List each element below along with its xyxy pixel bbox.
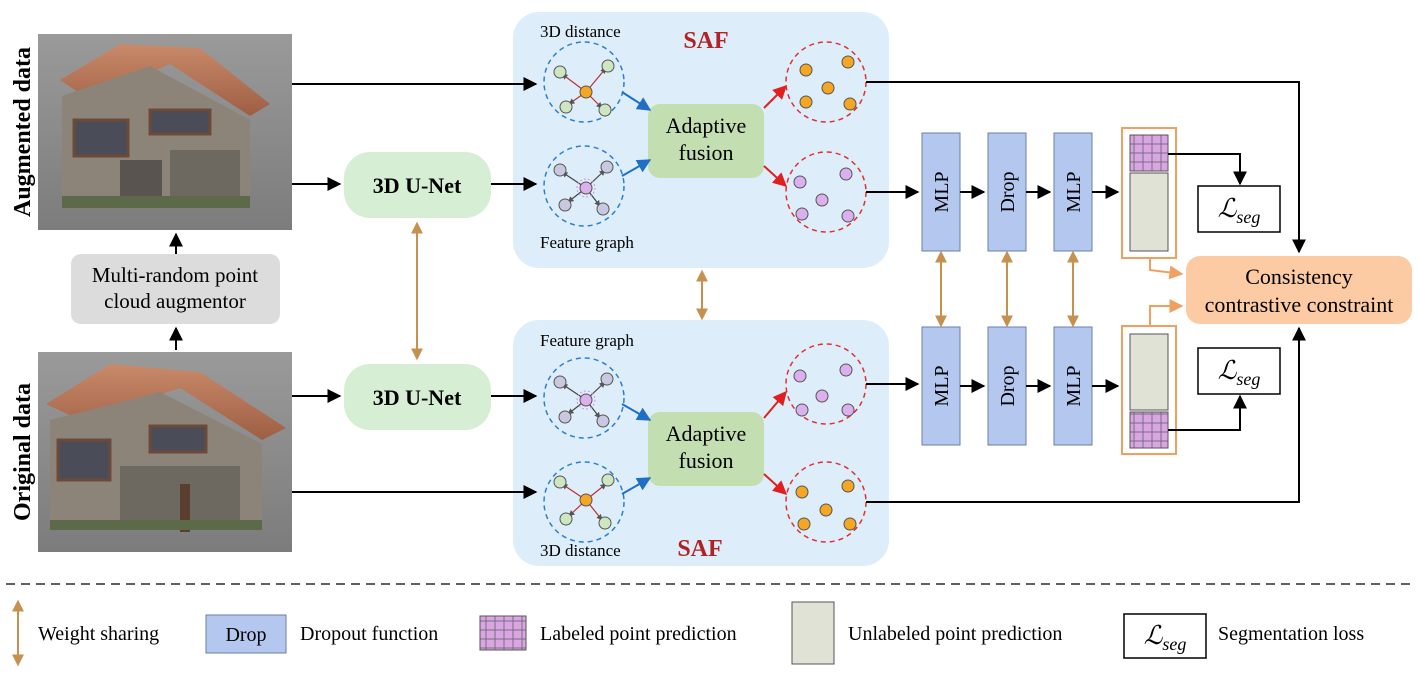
bottom-prediction-stack [1121, 325, 1177, 455]
fusion-top-line1: Adaptive [666, 113, 747, 138]
bottom-feature-graph [543, 357, 625, 439]
legend-drop-box-label: Drop [225, 624, 266, 646]
unet-top-label: 3D U-Net [373, 173, 462, 198]
seg-loss-bottom: ℒseg [1218, 356, 1261, 389]
mlp-bottom-2 [1053, 326, 1093, 446]
arrow-bottom-orange-to-consistency [866, 326, 1306, 503]
fusion-top-line2: fusion [679, 140, 734, 165]
augmentor-box [71, 254, 280, 324]
drop-top [987, 132, 1027, 252]
drop-top-label: Drop [997, 171, 1019, 212]
red-arrow-top-fusion-up [763, 85, 787, 109]
consistency-line2: contrastive constraint [1205, 292, 1394, 317]
augmentor-label-line2: cloud augmentor [104, 289, 246, 313]
blue-arrow-bottom-distance-to-fusion [621, 477, 652, 495]
mlp-bottom-2-label: MLP [1063, 365, 1085, 406]
mlp-bottom-1 [921, 326, 961, 446]
top-distance-graph [543, 41, 625, 123]
seg-loss-bottom-box [1197, 347, 1281, 395]
legend-loss-swatch [1123, 613, 1207, 659]
top-feature-graph [543, 145, 625, 227]
mlp-top-2-label: MLP [1063, 171, 1085, 212]
legend-seg-loss: Segmentation loss [1218, 623, 1364, 645]
bottom-block-row: MLP Drop MLP [921, 326, 1120, 446]
saf-top-title: SAF [683, 28, 728, 54]
arrow-top-orange-to-consistency [866, 81, 1306, 254]
red-arrow-top-fusion-down [763, 165, 788, 187]
seg-loss-top-box [1197, 185, 1281, 233]
drop-bottom-label: Drop [997, 365, 1019, 406]
blue-arrow-bottom-graph-to-fusion [621, 403, 652, 421]
drop-bottom [987, 326, 1027, 446]
legend-drop-swatch [205, 614, 287, 654]
legend-unlabeled-swatch [791, 601, 835, 665]
fusion-top-box [648, 104, 764, 178]
unet-top-box [344, 152, 491, 218]
top-labeled-prediction [1129, 134, 1169, 172]
bottom-unlabeled-prediction [1129, 333, 1169, 411]
original-house-image [38, 352, 292, 552]
top-prediction-stack [1121, 127, 1177, 259]
consistency-line1: Consistency [1245, 264, 1353, 289]
legend-loss-symbol: ℒseg [1144, 621, 1187, 654]
saf-top-graph-label: Feature graph [540, 233, 634, 252]
orange-arrow-bottom-pred [1149, 299, 1184, 326]
arrow-top-labeled-to-loss [1168, 153, 1247, 186]
top-block-row: MLP Drop MLP [921, 132, 1120, 252]
saf-bottom-title: SAF [677, 536, 722, 562]
top-unlabeled-prediction [1129, 172, 1169, 252]
saf-bottom-distance-label: 3D distance [540, 541, 621, 560]
mlp-top-1-label: MLP [931, 171, 953, 212]
bottom-labeled-prediction [1129, 411, 1169, 449]
consistency-box [1186, 256, 1412, 324]
legend-dropout: Dropout function [300, 623, 438, 645]
fusion-bottom-line2: fusion [679, 448, 734, 473]
arrow-bottom-labeled-to-loss [1168, 394, 1247, 431]
unet-bottom-label: 3D U-Net [373, 385, 462, 410]
fusion-bottom-box [648, 412, 764, 486]
augmented-data-label: Augmented data [10, 47, 36, 217]
red-arrow-bottom-fusion-up [763, 390, 787, 419]
blue-arrow-top-graph-to-fusion [621, 159, 652, 177]
legend-weight-sharing: Weight sharing [38, 623, 159, 645]
seg-loss-top: ℒseg [1218, 194, 1261, 227]
mlp-bottom-1-label: MLP [931, 365, 953, 406]
red-arrow-bottom-fusion-down [763, 473, 788, 495]
bottom-distance-graph [543, 461, 625, 543]
saf-top-distance-label: 3D distance [540, 22, 621, 41]
augmented-house-image [38, 34, 292, 230]
fusion-bottom-line1: Adaptive [666, 421, 747, 446]
legend-unlabeled: Unlabeled point prediction [848, 623, 1062, 645]
original-data-label: Original data [10, 383, 36, 521]
unet-bottom-box [344, 364, 491, 430]
legend-labeled-swatch [479, 615, 527, 651]
legend-labeled: Labeled point prediction [540, 623, 737, 645]
saf-bottom-graph-label: Feature graph [540, 331, 634, 350]
augmentor-label-line1: Multi-random point [92, 263, 258, 287]
orange-arrow-top-pred [1149, 258, 1184, 280]
blue-arrow-top-distance-to-fusion [621, 91, 652, 111]
